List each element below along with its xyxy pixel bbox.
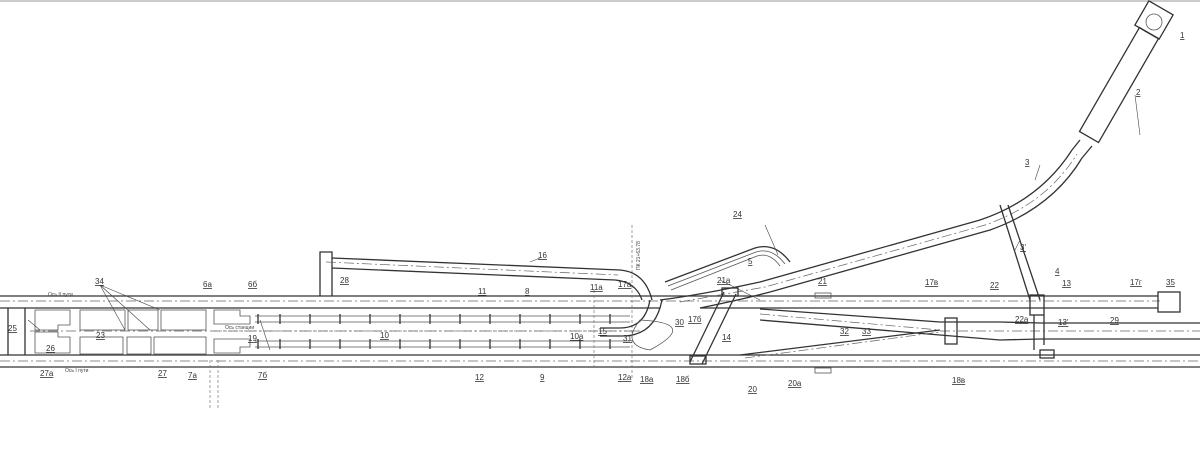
track-2-tunnel (0, 291, 1181, 313)
label: 16 (538, 251, 547, 260)
label: 4 (1055, 267, 1060, 276)
label: 28 (340, 276, 349, 285)
label: 14 (722, 333, 731, 342)
label: 7а (188, 371, 197, 380)
label: 34 (95, 277, 104, 286)
label: 13 (1062, 279, 1071, 288)
label: 15 (598, 327, 607, 336)
passage-24 (664, 245, 791, 291)
label: 7б (258, 371, 267, 380)
axis-label-station: Ось станции (225, 325, 254, 331)
label: 17б (688, 315, 702, 324)
label: 2 (1136, 88, 1141, 97)
label: 33 (862, 327, 871, 336)
label: 6б (248, 280, 257, 289)
label: 23 (96, 331, 105, 340)
label: 31 (623, 334, 632, 343)
label: 30 (675, 318, 684, 327)
label: 22а (1015, 315, 1029, 324)
axis-label-track-2: Ось II пути (48, 292, 73, 298)
label: 19 (248, 334, 257, 343)
label: 17в (925, 278, 938, 287)
axis-label-track-1: Ось I пути (65, 368, 89, 374)
label: 20а (788, 379, 802, 388)
label: 21 (818, 277, 827, 286)
label: 22 (990, 281, 999, 290)
label: 10 (380, 331, 389, 340)
label: 11 (478, 287, 487, 296)
label: 20 (748, 385, 757, 394)
platform-columns (255, 314, 630, 349)
chamber-35 (1157, 291, 1181, 313)
chamber-4 (1029, 294, 1045, 316)
track-1-tunnel (0, 354, 1200, 368)
label: 8 (525, 287, 530, 296)
label: 12 (475, 373, 484, 382)
track-29-tunnel (940, 322, 1200, 340)
label: 26 (46, 344, 55, 353)
label: 18а (640, 375, 654, 384)
turnback-15 (600, 299, 673, 351)
label: 32 (840, 327, 849, 336)
label: 3' (1020, 243, 1026, 252)
label: 27а (40, 369, 54, 378)
label: 5 (748, 257, 753, 266)
label: 6а (203, 280, 212, 289)
label: 1 (1180, 31, 1185, 40)
label: 18в (952, 376, 965, 385)
part-number-labels: 1 2 3 3' 24 16 28 5 21а 21 17в 17г 35 4 … (8, 31, 1185, 394)
label: 27 (158, 369, 167, 378)
shaft-1 (1133, 0, 1175, 41)
label: 35 (1166, 278, 1175, 287)
label: 3 (1025, 158, 1030, 167)
label: 17г (1130, 278, 1142, 287)
label: 10а (570, 332, 584, 341)
escalator-2 (1078, 26, 1160, 144)
label: 25 (8, 324, 17, 333)
label: 17а (618, 280, 632, 289)
label: 21а (717, 276, 731, 285)
station-structure (7, 225, 640, 410)
passage-16 (319, 251, 653, 301)
label: 18б (676, 375, 690, 384)
picket-label: ПК 21+63.78 (636, 241, 642, 270)
label: 9 (540, 373, 545, 382)
leader-lines (27, 94, 1141, 351)
label: 24 (733, 210, 742, 219)
label: 12а (618, 373, 632, 382)
crossover-14 (689, 287, 739, 365)
label: 13' (1058, 318, 1069, 327)
label: 11а (590, 283, 603, 292)
escalator-incline (659, 0, 1175, 309)
track-branches (739, 204, 1055, 374)
label: 29 (1110, 316, 1119, 325)
